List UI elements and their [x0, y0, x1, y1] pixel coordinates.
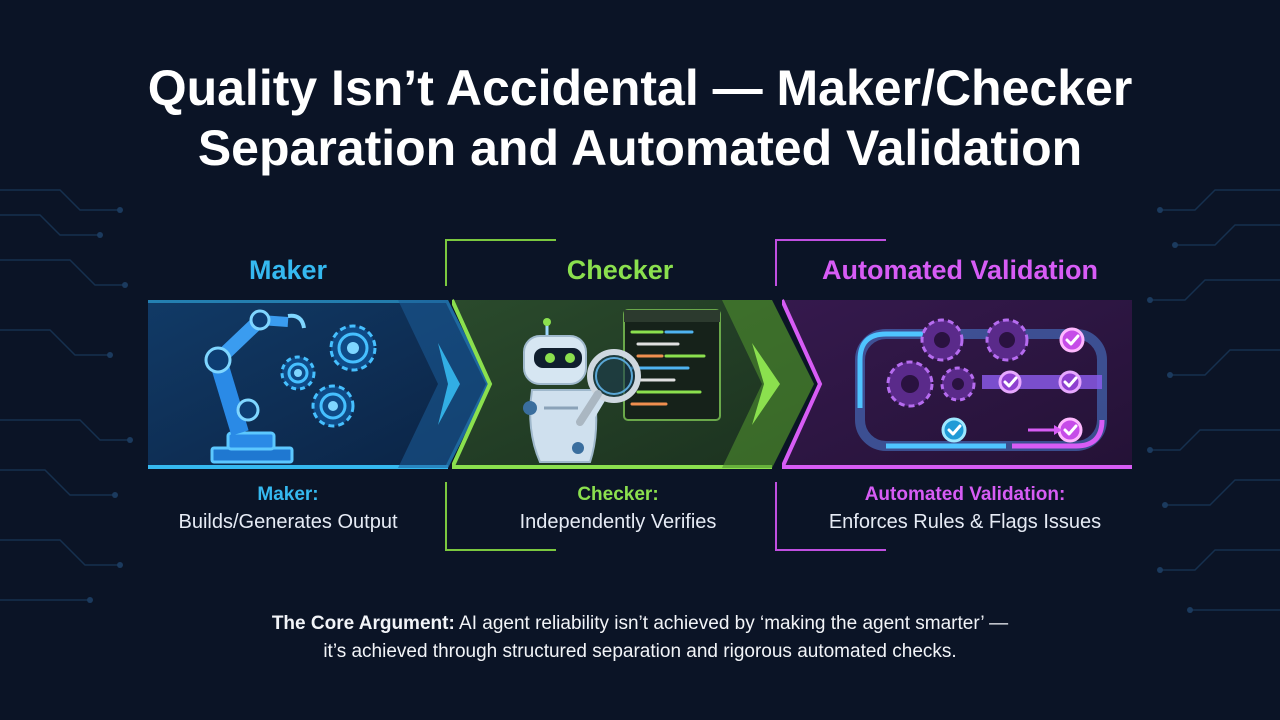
validation-panel — [782, 298, 1137, 473]
maker-panel — [148, 298, 493, 473]
core-argument-line-1: AI agent reliability isn’t achieved by ‘… — [459, 613, 1009, 634]
validation-caption: Automated Validation: Enforces Rules & F… — [795, 482, 1135, 536]
checker-heading: Checker — [566, 255, 674, 285]
maker-caption-desc: Builds/Generates Output — [178, 511, 398, 533]
validation-bracket — [775, 239, 886, 551]
title-line-1: Quality Isn’t Accidental — Maker/Checker — [147, 60, 1133, 116]
core-argument: The Core Argument: AI agent reliability … — [140, 610, 1140, 666]
validation-caption-title: Automated Validation: — [864, 484, 1066, 505]
maker-caption-title: Maker: — [257, 484, 319, 505]
checker-caption: Checker: Independently Verifies — [448, 482, 788, 536]
core-argument-line-2: it’s achieved through structured separat… — [323, 641, 957, 662]
robot-arm-gears-icon — [148, 300, 490, 469]
checker-panel — [452, 298, 827, 473]
validation-caption-desc: Enforces Rules & Flags Issues — [828, 511, 1102, 533]
core-argument-label: The Core Argument: — [271, 613, 455, 634]
checker-caption-title: Checker: — [577, 484, 659, 505]
checker-caption-desc: Independently Verifies — [519, 511, 717, 533]
maker-heading: Maker — [248, 255, 328, 285]
robot-magnifier-code-icon — [452, 299, 814, 469]
maker-caption: Maker: Builds/Generates Output — [118, 482, 458, 536]
gears-checkmarks-pipeline-icon — [782, 299, 1132, 469]
title-line-2: Separation and Automated Validation — [197, 120, 1083, 176]
validation-heading: Automated Validation — [821, 255, 1099, 285]
checker-bracket — [445, 239, 556, 551]
page-title: Quality Isn’t Accidental — Maker/Checker… — [0, 58, 1280, 178]
